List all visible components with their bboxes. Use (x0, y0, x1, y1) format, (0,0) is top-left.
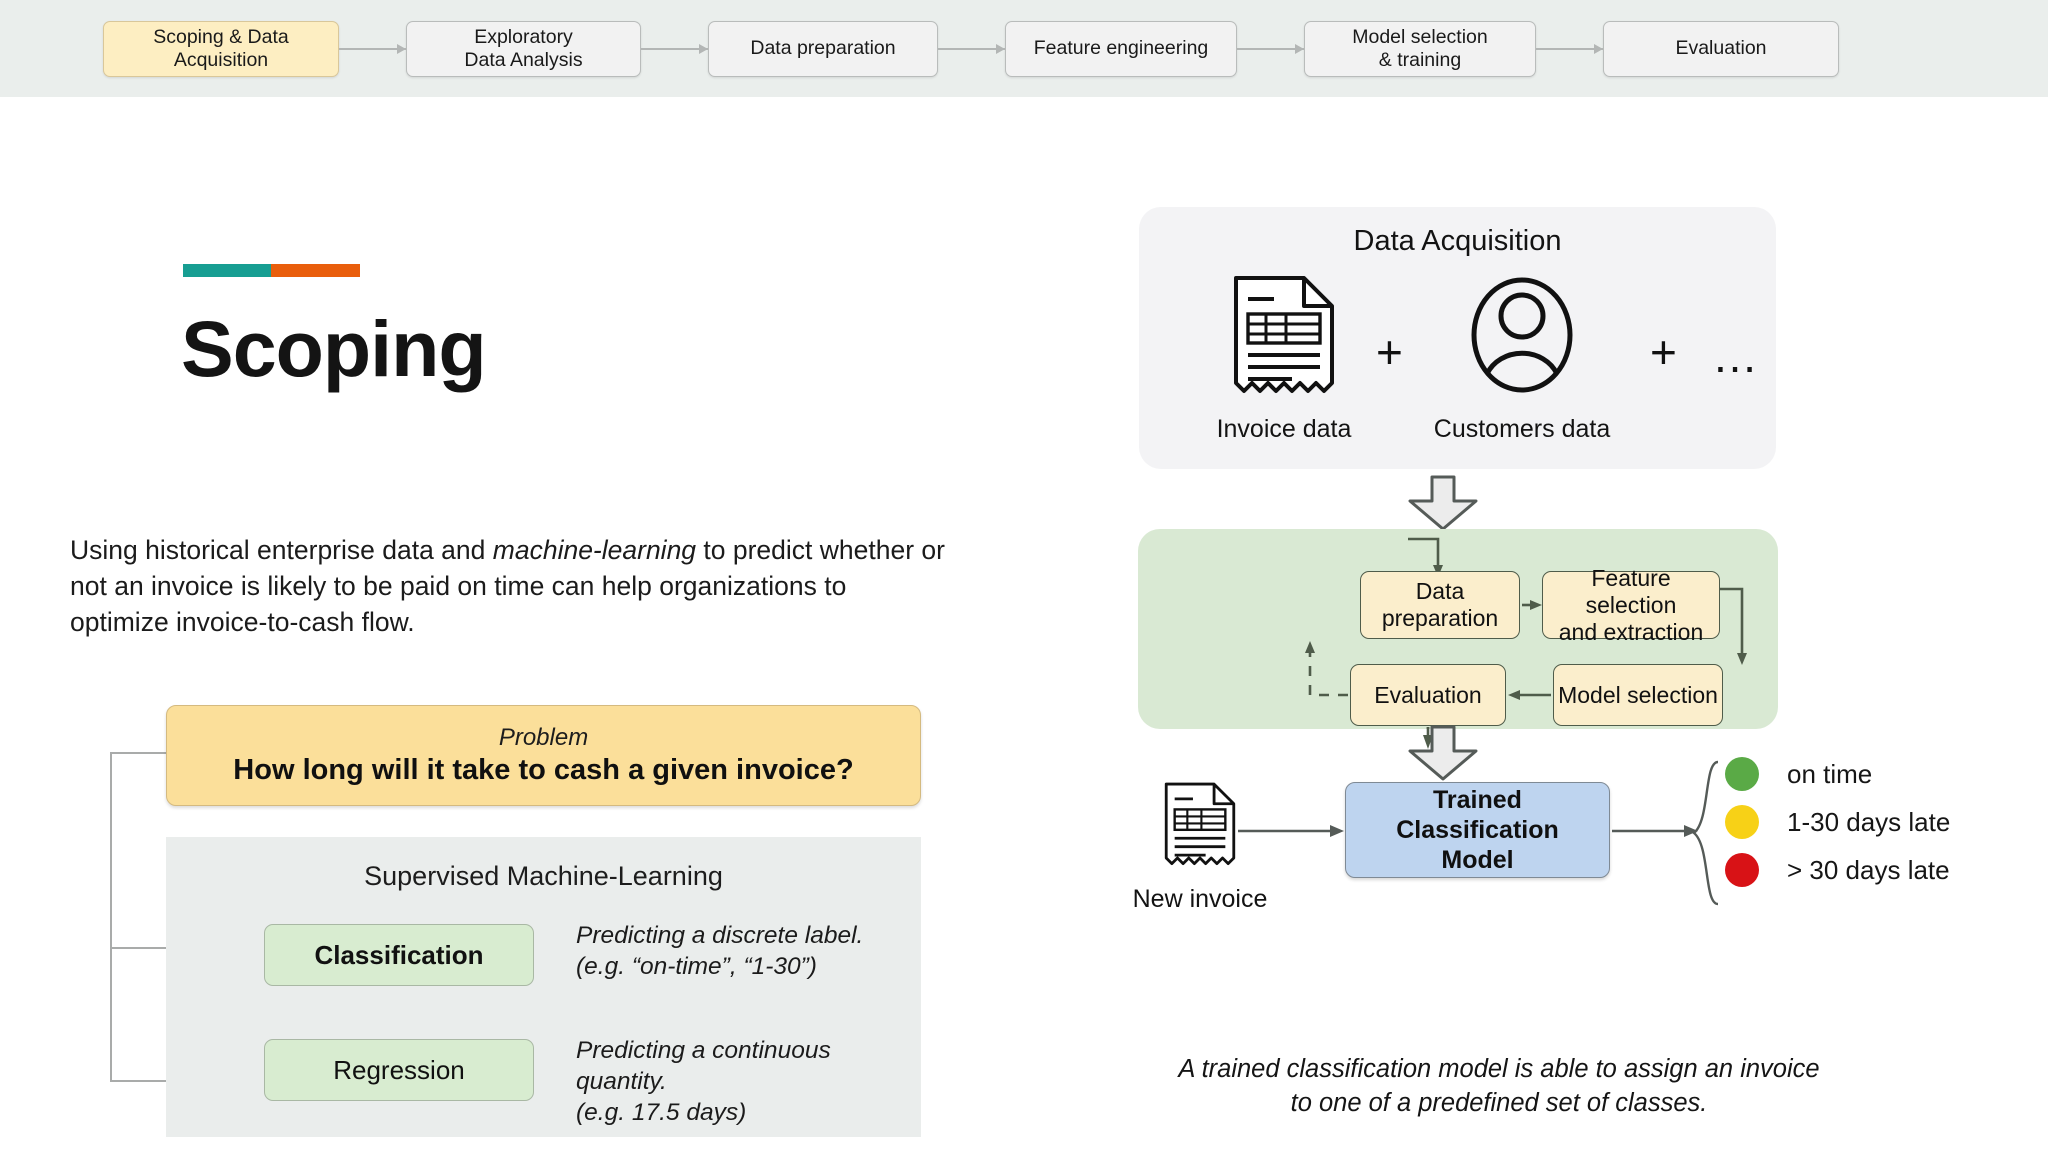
arrow-model-to-classes (1612, 825, 1698, 837)
intro-part-a: Using historical enterprise data and (70, 535, 493, 565)
pipeline-step-label: Feature engineering (1033, 37, 1209, 59)
bracket-vertical-line (110, 752, 112, 1082)
customer-person-icon (1471, 277, 1573, 393)
process-box-feature-selection[interactable]: Feature selection and extraction (1542, 565, 1720, 645)
pipeline-step-label: Evaluation (1675, 37, 1767, 59)
ellipsis-icon: … (1712, 330, 1763, 382)
bracket-stub-regression (110, 1080, 168, 1082)
data-acquisition-panel: Data Acquisition Invoice data + (1139, 207, 1776, 469)
pipeline-step-label: Exploratory Data Analysis (464, 25, 583, 71)
data-acquisition-title: Data Acquisition (1353, 225, 1562, 257)
acquisition-source-invoice: Invoice data (1179, 273, 1389, 444)
bracket-stub-classification (110, 947, 168, 949)
block-arrow-down-to-inference (1406, 725, 1480, 781)
pipeline-step-data-preparation[interactable]: Data preparation (708, 20, 938, 77)
class-legend-on-time: on time (1725, 757, 1872, 791)
class-legend-label: > 30 days late (1787, 854, 1950, 885)
class-legend-label: on time (1787, 758, 1873, 789)
process-box-label: Evaluation (1374, 681, 1482, 708)
ml-box-label: Classification (314, 939, 484, 970)
ml-description-line-2: (e.g. 17.5 days) (576, 1099, 747, 1126)
ml-description-line-1: Predicting a discrete label. (576, 922, 864, 949)
pipeline-arrow-2 (641, 43, 708, 54)
figure-caption-line-1: A trained classification model is able t… (1178, 1055, 1820, 1083)
intro-paragraph: Using historical enterprise data and mac… (70, 532, 950, 640)
model-box-label: Trained Classification Model (1396, 786, 1559, 874)
pipeline-step-feature-engineering[interactable]: Feature engineering (1005, 20, 1237, 77)
ml-description-classification: Predicting a discrete label. (e.g. “on-t… (576, 920, 916, 982)
process-entry-stub (1404, 495, 1412, 531)
pipeline-step-evaluation[interactable]: Evaluation (1603, 20, 1839, 77)
supervised-ml-title: Supervised Machine-Learning (364, 861, 723, 891)
pipeline-step-eda[interactable]: Exploratory Data Analysis (406, 20, 641, 77)
status-dot-yellow (1725, 805, 1759, 839)
page-title: Scoping (181, 304, 487, 393)
supervised-ml-panel: Supervised Machine-Learning Classificati… (166, 837, 921, 1137)
intro-emphasis: machine-learning (492, 535, 697, 565)
class-legend-over-30-days-late: > 30 days late (1725, 853, 1950, 887)
process-box-evaluation[interactable]: Evaluation (1350, 664, 1506, 726)
process-box-label: Feature selection and extraction (1558, 564, 1704, 645)
trained-classification-model-box[interactable]: Trained Classification Model (1345, 782, 1610, 878)
figure-caption: A trained classification model is able t… (950, 1052, 2048, 1120)
new-invoice-caption: New invoice (1132, 885, 1268, 913)
process-box-label: Model selection (1558, 681, 1718, 708)
pipeline-arrow-5 (1536, 43, 1603, 54)
process-box-model-selection[interactable]: Model selection (1553, 664, 1723, 726)
ml-description-line-2: (e.g. “on-time”, “1-30”) (576, 953, 817, 980)
arrow-invoice-to-model (1238, 825, 1344, 837)
status-dot-red (1725, 853, 1759, 887)
pipeline-step-model-selection[interactable]: Model selection & training (1304, 20, 1536, 77)
pipeline-step-scoping[interactable]: Scoping & Data Acquisition (103, 20, 339, 77)
acquisition-source-caption: Customers data (1433, 415, 1611, 443)
problem-label: Problem (498, 724, 589, 751)
invoice-document-icon (1234, 276, 1334, 393)
plus-icon: + (1376, 326, 1403, 378)
inference-row: New invoice Trained Classification Model… (950, 757, 2048, 947)
pipeline-steps: Scoping & Data Acquisition Exploratory D… (103, 20, 1839, 77)
new-invoice-document-icon (1164, 782, 1236, 865)
class-legend-1-30-days-late: 1-30 days late (1725, 805, 1950, 839)
ml-box-regression[interactable]: Regression (264, 1039, 534, 1101)
pipeline-breadcrumb: Scoping & Data Acquisition Exploratory D… (0, 0, 2048, 97)
acquisition-source-caption: Invoice data (1216, 415, 1352, 443)
ml-description-line-1: Predicting a continuous quantity. (576, 1037, 831, 1095)
bracket-connector (110, 752, 230, 1082)
class-legend-label: 1-30 days late (1787, 806, 1951, 837)
new-invoice-item: New invoice (1125, 777, 1275, 914)
problem-question: How long will it take to cash a given in… (233, 754, 854, 786)
ml-process-panel: Data preparation Feature selection and e… (1138, 529, 1778, 729)
figure-caption-line-2: to one of a predefined set of classes. (1290, 1089, 1708, 1117)
ml-description-regression: Predicting a continuous quantity. (e.g. … (576, 1035, 916, 1128)
pipeline-arrow-4 (1237, 43, 1304, 54)
process-box-data-preparation[interactable]: Data preparation (1360, 571, 1520, 639)
pipeline-step-label: Scoping & Data Acquisition (153, 25, 289, 71)
pipeline-step-label: Data preparation (750, 37, 896, 59)
pipeline-arrow-3 (938, 43, 1005, 54)
right-panel: Data Acquisition Invoice data + (950, 97, 2048, 1152)
status-dot-green (1725, 757, 1759, 791)
accent-bar (183, 264, 360, 277)
accent-bar-teal-segment (183, 264, 271, 277)
pipeline-step-label: Model selection & training (1352, 25, 1488, 71)
accent-bar-orange-segment (271, 264, 360, 277)
left-panel: Scoping Using historical enterprise data… (0, 97, 950, 1152)
acquisition-source-customers: Customers data (1417, 273, 1627, 444)
ml-box-label: Regression (333, 1054, 465, 1085)
intro-part-b: to predict whether or not an invoice is … (70, 535, 945, 637)
process-box-label: Data preparation (1381, 578, 1499, 631)
class-brace-icon (1692, 760, 1719, 906)
plus-icon: + (1650, 326, 1677, 378)
pipeline-arrow-1 (339, 43, 406, 54)
problem-box: Problem How long will it take to cash a … (166, 705, 921, 806)
block-arrow-down-to-process (1406, 475, 1480, 531)
ml-box-classification[interactable]: Classification (264, 924, 534, 986)
process-connectors (1305, 537, 1747, 729)
bracket-stub-problem (110, 752, 168, 754)
